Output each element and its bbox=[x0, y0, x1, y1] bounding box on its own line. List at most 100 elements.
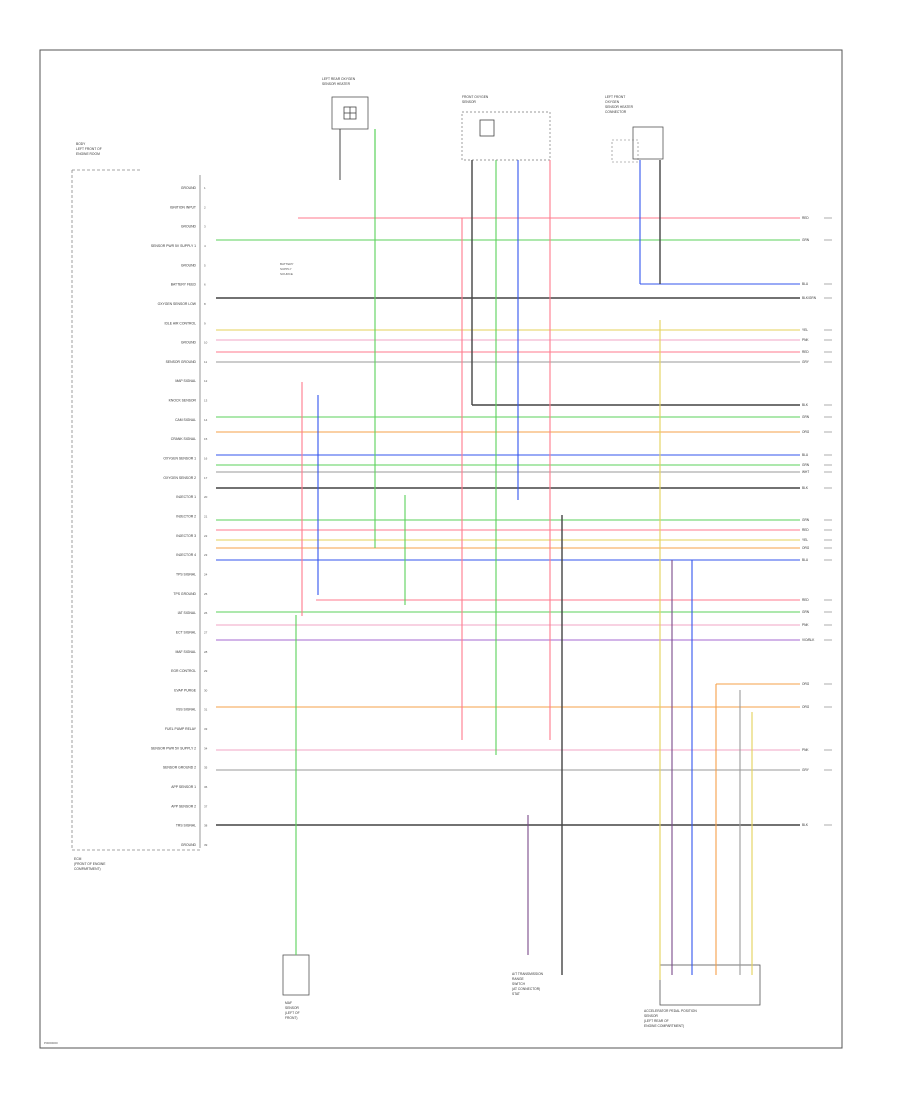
wire-color-label: RED bbox=[802, 598, 809, 602]
wire-color-label: PNK bbox=[802, 623, 809, 627]
ecm-pin-number: 39 bbox=[204, 843, 208, 847]
ecm-pin-number: 26 bbox=[204, 611, 208, 615]
ecm-pin-name: SENSOR PWR 5V SUPPLY 1 bbox=[151, 244, 196, 248]
ecm-pin-name: VSS SIGNAL bbox=[176, 708, 196, 712]
wire-color-label: GRN bbox=[802, 610, 810, 614]
ecm-pin-name: KNOCK SENSOR bbox=[169, 399, 197, 403]
ecm-pin-number: 34 bbox=[204, 746, 208, 750]
ecm-pin-number: 10 bbox=[204, 341, 208, 345]
ecm-pin-name: GROUND bbox=[181, 341, 197, 345]
wire-color-label: PNK bbox=[802, 338, 809, 342]
wire-color-label: YEL bbox=[802, 538, 808, 542]
ecm-pin-name: CRANK SIGNAL bbox=[171, 437, 196, 441]
ecm-pin-name: INJECTOR 2 bbox=[176, 515, 196, 519]
ecm-pin-name: IAT SIGNAL bbox=[178, 611, 196, 615]
wire-color-label: GRN bbox=[802, 415, 810, 419]
ecm-pin-number: 8 bbox=[204, 302, 206, 306]
ecm-pin-number: 16 bbox=[204, 457, 208, 461]
ecm-pin-name: ECT SIGNAL bbox=[176, 630, 196, 634]
wire-color-label: VIO/BLK bbox=[802, 638, 815, 642]
ecm-pin-number: 22 bbox=[204, 534, 208, 538]
ecm-pin-number: 23 bbox=[204, 553, 208, 557]
ecm-pin-name: SENSOR GROUND bbox=[166, 360, 197, 364]
ecm-pin-name: TPS SIGNAL bbox=[176, 572, 196, 576]
ecm-pin-name: TRS SIGNAL bbox=[176, 824, 196, 828]
wire-color-label: BLK/GRN bbox=[802, 296, 817, 300]
ecm-pin-number: 5 bbox=[204, 263, 206, 267]
ecm-pin-number: 35 bbox=[204, 766, 208, 770]
ecm-pin-number: 2 bbox=[204, 205, 206, 209]
ecm-pin-number: 11 bbox=[204, 360, 207, 364]
wire-color-label: GRY bbox=[802, 768, 810, 772]
wire-color-label: PNK bbox=[802, 748, 809, 752]
ecm-pin-number: 20 bbox=[204, 495, 208, 499]
wire-color-label: GRN bbox=[802, 518, 810, 522]
wire-color-label: GRN bbox=[802, 238, 810, 242]
ecm-pin-name: SENSOR GROUND 2 bbox=[163, 766, 196, 770]
ecm-pin-number: 3 bbox=[204, 225, 206, 229]
ecm-pin-name: FUEL PUMP RELAY bbox=[165, 727, 197, 731]
ecm-pin-name: BATTERY FEED bbox=[171, 283, 197, 287]
ecm-pin-number: 37 bbox=[204, 804, 208, 808]
wire-color-label: BLK bbox=[802, 486, 809, 490]
horizontal-wire-group: RED GRN BLU BLK/GRN YEL PNK RED GRY BLK GRN ORG BLU… bbox=[216, 216, 832, 827]
ecm-pin-number: 9 bbox=[204, 321, 206, 325]
ecm-pin-name: GROUND bbox=[181, 225, 197, 229]
ecm-pin-name: APP SENSOR 1 bbox=[171, 785, 196, 789]
ecm-pin-number: 1 bbox=[204, 186, 206, 190]
ecm-pin-name: GROUND bbox=[181, 186, 197, 190]
ecm-pin-name: MAF SIGNAL bbox=[175, 650, 196, 654]
ecm-pin-number: 17 bbox=[204, 476, 208, 480]
wire-color-label: RED bbox=[802, 216, 809, 220]
wire-color-label: RED bbox=[802, 528, 809, 532]
ecm-pin-name: INJECTOR 1 bbox=[176, 495, 196, 499]
diagram-border bbox=[39, 49, 843, 1049]
ecm-pin-number: 31 bbox=[204, 708, 208, 712]
ecm-pin-number: 13 bbox=[204, 399, 208, 403]
wire-color-label: BLU bbox=[802, 453, 809, 457]
ecm-pin-name: OXYGEN SENSOR 1 bbox=[163, 457, 196, 461]
wire-color-label: RED bbox=[802, 350, 809, 354]
wire-color-label: ORG bbox=[802, 430, 810, 434]
ecm-pin-name: EVAP PURGE bbox=[174, 688, 196, 692]
wire-color-label: BLU bbox=[802, 282, 809, 286]
ecm-pin-name: SENSOR PWR 5V SUPPLY 2 bbox=[151, 746, 196, 750]
ecm-pin-name: GROUND bbox=[181, 843, 197, 847]
ecm-pin-number: 25 bbox=[204, 592, 208, 596]
wire-color-label: WHT bbox=[802, 470, 809, 474]
ecm-enclosure bbox=[71, 169, 201, 851]
ecm-pin-number: 24 bbox=[204, 572, 208, 576]
ecm-pin-name: EGR CONTROL bbox=[171, 669, 196, 673]
wire-color-label: BLU bbox=[802, 558, 809, 562]
wire-color-label: YEL bbox=[802, 328, 808, 332]
ecm-pin-name: APP SENSOR 2 bbox=[171, 804, 196, 808]
ecm-pin-number: 6 bbox=[204, 283, 206, 287]
ecm-pin-name: TPS GROUND bbox=[173, 592, 196, 596]
ecm-pin-number: 21 bbox=[204, 515, 208, 519]
page-code: P0000000 bbox=[44, 1041, 58, 1045]
ecm-pin-number: 33 bbox=[204, 727, 208, 731]
wire-color-label: BLK bbox=[802, 403, 809, 407]
ecm-pin-name: MAP SIGNAL bbox=[175, 379, 196, 383]
ecm-pin-name: INJECTOR 4 bbox=[176, 553, 196, 557]
ecm-pin-number: 27 bbox=[204, 630, 208, 634]
ecm-pin-number: 4 bbox=[204, 244, 206, 248]
ecm-pin-name: OXYGEN SENSOR LOW bbox=[158, 302, 197, 306]
wire-color-label: GRY bbox=[802, 360, 810, 364]
ecm-pin-name: CAM SIGNAL bbox=[175, 418, 196, 422]
ecm-pin-number: 28 bbox=[204, 650, 208, 654]
